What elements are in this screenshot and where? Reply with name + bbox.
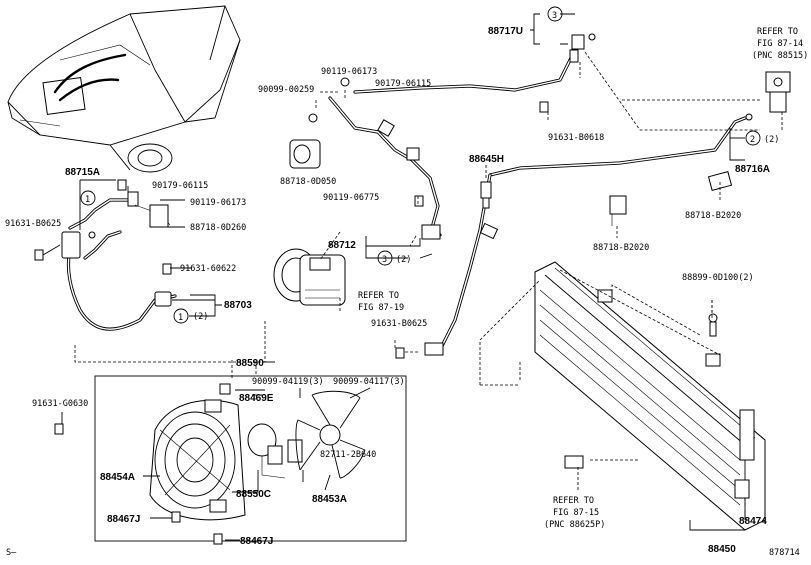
label-88716A: 88716A	[735, 164, 770, 175]
label-88718-0D260: 88718-0D260	[190, 223, 246, 233]
bracket-88718-0D050	[289, 77, 350, 169]
callout-circles: 3 1 2 3 1	[80, 6, 761, 324]
ref-87-14-line3: (PNC 88515)	[752, 51, 808, 61]
pipe-88717U	[353, 33, 596, 94]
callout-3-mid-text: 3	[382, 255, 387, 265]
label-88899-0D100: 88899-0D100(2)	[682, 273, 754, 283]
fan-assembly-frame	[94, 375, 407, 542]
label-91631-B0625-a: 91631-B0625	[5, 219, 61, 229]
condenser-88450	[534, 261, 766, 531]
label-91631-60622: 91631-60622	[180, 264, 236, 274]
leader-lines	[42, 13, 783, 541]
label-82711-2B640: 82711-2B640	[320, 450, 376, 460]
label-90099-00259: 90099-00259	[258, 85, 314, 95]
pipe-88712	[328, 96, 442, 240]
label-88469E: 88469E	[239, 393, 274, 404]
callout-2	[745, 130, 761, 146]
label-qty-one: (2)	[193, 312, 208, 322]
label-90099-04119: 90099-04119(3)	[252, 377, 324, 387]
label-90179-06115-b: 90179-06115	[375, 79, 431, 89]
label-88467J-a: 88467J	[107, 514, 140, 525]
label-qty-three: (2)	[396, 255, 411, 265]
callout-3-mid	[377, 250, 393, 266]
compressor	[273, 248, 346, 306]
callout-3-top	[547, 6, 563, 22]
label-88715A: 88715A	[65, 167, 100, 178]
label-90179-06115-a: 90179-06115	[152, 181, 208, 191]
label-88703: 88703	[224, 300, 252, 311]
label-90119-06775: 90119-06775	[323, 193, 379, 203]
callout-2-text: 2	[750, 135, 755, 145]
label-88550C: 88550C	[236, 489, 271, 500]
sensor-88645H	[480, 181, 492, 209]
ref-87-19-line2: FIG 87-19	[358, 303, 404, 313]
label-88474: 88474	[739, 516, 767, 527]
label-90119-06173-b: 90119-06173	[321, 67, 377, 77]
label-88718-B2020-a: 88718-B2020	[685, 211, 741, 221]
pipe-88716A	[424, 113, 753, 356]
callout-1-hose-left	[80, 190, 96, 206]
label-88718-0D050: 88718-0D050	[280, 177, 336, 187]
label-88454A: 88454A	[100, 472, 135, 483]
callout-1-text: 1	[178, 313, 183, 323]
label-88467J-b: 88467J	[240, 536, 273, 547]
hose-assembly	[61, 191, 177, 331]
ref-87-14-line1: REFER TO	[757, 27, 798, 37]
callout-3-top-text: 3	[552, 11, 557, 21]
fan-box	[94, 375, 407, 542]
callout-1	[173, 308, 189, 324]
part-labels: 88717U 91631-B0618 88715A 90179-06115 90…	[5, 26, 779, 555]
label-qty-two: (2)	[764, 135, 779, 145]
label-90119-06173-a: 90119-06173	[190, 198, 246, 208]
label-91631-G0630: 91631-G0630	[32, 399, 88, 409]
label-90099-04117: 90099-04117(3)	[333, 377, 405, 387]
label-91631-B0625-b: 91631-B0625	[371, 319, 427, 329]
figure-number: 878714	[769, 548, 800, 558]
ref-87-15-line2: FIG 87-15	[553, 508, 599, 518]
label-88718-B2020-b: 88718-B2020	[593, 243, 649, 253]
footer: S— 878714	[6, 548, 800, 558]
ref-87-19-line1: REFER TO	[358, 291, 399, 301]
ref-87-15-line3: (PNC 88625P)	[544, 520, 605, 530]
label-88590: 88590	[236, 358, 264, 369]
label-88645H: 88645H	[469, 154, 504, 165]
footer-left-mark: S—	[6, 548, 17, 558]
expansion-valve	[765, 71, 791, 113]
ref-87-15-line1: REFER TO	[553, 496, 594, 506]
brackets-B2020	[609, 171, 733, 226]
label-91631-B0618: 91631-B0618	[548, 133, 604, 143]
label-88712: 88712	[328, 240, 356, 251]
callout-1-hose-left-text: 1	[85, 195, 90, 205]
reference-labels: REFER TO FIG 87-14 (PNC 88515) REFER TO …	[358, 27, 808, 530]
label-88450: 88450	[708, 544, 736, 555]
car-illustration	[7, 5, 241, 173]
ref-87-14-line2: FIG 87-14	[757, 39, 803, 49]
fasteners	[34, 101, 549, 545]
label-88453A: 88453A	[312, 494, 347, 505]
label-88717U: 88717U	[488, 26, 523, 37]
